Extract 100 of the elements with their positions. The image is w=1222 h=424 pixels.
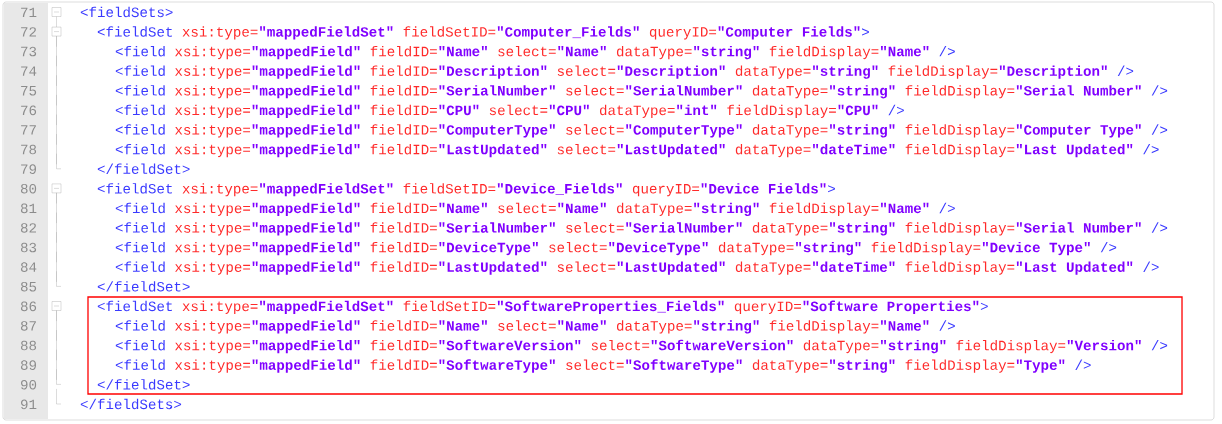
attribute-value: "Device Fields" <box>701 183 826 194</box>
attribute-name: fieldSetID= <box>403 183 496 194</box>
attribute-name: select= <box>566 222 624 233</box>
attribute-name: dataType= <box>616 202 692 216</box>
attribute-value: "SerialNumber" <box>439 222 555 233</box>
attribute-name: xsi:type= <box>175 104 251 118</box>
xml-tag: <field <box>115 359 165 370</box>
line-number: 81 <box>20 203 37 214</box>
attribute-name: xsi:type= <box>175 339 251 354</box>
attribute-value: "Serial Number" <box>1016 222 1141 233</box>
attribute-name: fieldDisplay= <box>956 339 1066 354</box>
line-number: 89 <box>20 360 37 370</box>
attribute-value: "Description" <box>439 65 547 79</box>
attribute-value: "SoftwareVersion" <box>439 339 581 351</box>
attribute-name: select= <box>591 339 650 351</box>
attribute-name: fieldID= <box>370 45 437 57</box>
line-number: 79 <box>21 164 37 174</box>
xml-tag: <field <box>115 241 165 253</box>
attribute-name: select= <box>566 359 624 370</box>
attribute-name: select= <box>489 104 548 116</box>
attribute-value: "LastUpdated" <box>617 143 725 158</box>
xml-tag: <field <box>115 65 165 76</box>
attribute-name: fieldSetID= <box>403 300 496 312</box>
attribute-value: "CPU" <box>439 104 479 116</box>
attribute-value: "mappedField" <box>252 241 360 256</box>
attribute-value: "Serial Number" <box>1016 85 1141 96</box>
attribute-value: "Name" <box>880 45 929 57</box>
xml-tag: > <box>828 185 835 193</box>
attribute-name: queryID= <box>649 27 717 40</box>
attribute-value: "Version" <box>1067 339 1141 351</box>
xml-tag: <fieldSets> <box>80 6 173 18</box>
attribute-value: "dateTime" <box>813 261 895 272</box>
xml-tag: </fieldSet> <box>97 163 190 174</box>
xml-tag: /> <box>1143 261 1159 272</box>
line-number: 73 <box>21 46 37 57</box>
attribute-value: "Description" <box>999 65 1107 79</box>
attribute-name: fieldID= <box>370 359 437 370</box>
attribute-value: "string" <box>694 202 759 216</box>
attribute-value: "Name" <box>558 45 606 57</box>
attribute-name: select= <box>557 143 616 155</box>
attribute-name: fieldDisplay= <box>905 261 1015 275</box>
line-number: 76 <box>21 105 37 116</box>
xml-tag: <field <box>115 45 165 57</box>
attribute-value: "string" <box>830 359 895 373</box>
attribute-name: select= <box>566 85 624 96</box>
xml-tag: <fieldSet <box>97 300 172 312</box>
line-number: 90 <box>21 379 37 390</box>
xml-tag: /> <box>1100 241 1117 253</box>
attribute-value: "Last Updated" <box>1016 261 1133 275</box>
attribute-value: "Device_Fields" <box>497 183 622 195</box>
attribute-name: fieldID= <box>370 241 437 253</box>
attribute-name: dataType= <box>752 222 828 236</box>
attribute-value: "mappedField" <box>252 143 360 158</box>
line-number: 71 <box>21 7 37 17</box>
attribute-name: dataType= <box>735 65 811 79</box>
attribute-value: "mappedField" <box>252 320 360 334</box>
xml-tag: </fieldSet> <box>97 379 190 390</box>
attribute-name: queryID= <box>632 184 700 197</box>
attribute-value: "Computer_Fields" <box>497 26 639 40</box>
attribute-name: fieldDisplay= <box>769 320 879 334</box>
attribute-name: fieldDisplay= <box>905 143 1015 158</box>
line-number: 78 <box>21 144 37 155</box>
attribute-value: "string" <box>830 222 895 236</box>
attribute-name: select= <box>498 320 556 331</box>
xml-tag: <field <box>115 261 165 272</box>
attribute-value: "mappedField" <box>252 202 360 216</box>
attribute-value: "ComputerType" <box>626 124 742 138</box>
attribute-value: "mappedField" <box>252 339 360 354</box>
attribute-value: "int" <box>677 104 717 116</box>
line-number: 88 <box>20 340 37 351</box>
xml-tag: <field <box>115 339 165 351</box>
attribute-name: select= <box>549 241 607 253</box>
attribute-name: dataType= <box>752 85 828 99</box>
xml-tag: /> <box>1151 339 1168 351</box>
attribute-value: "CPU" <box>549 104 589 116</box>
attribute-value: "CPU" <box>838 104 878 116</box>
attribute-name: xsi:type= <box>182 183 258 197</box>
attribute-value: "mappedField" <box>252 124 360 138</box>
highlight-box <box>87 296 1183 395</box>
attribute-name: xsi:type= <box>182 300 258 314</box>
attribute-value: "SoftwareType" <box>439 359 555 373</box>
attribute-value: "Software Properties" <box>803 300 979 314</box>
attribute-value: "SoftwareProperties_Fields" <box>497 300 724 314</box>
xml-tag: /> <box>1143 143 1159 155</box>
attribute-value: "mappedFieldSet" <box>260 300 393 314</box>
attribute-value: "mappedFieldSet" <box>260 26 393 40</box>
attribute-name: dataType= <box>616 320 692 334</box>
attribute-value: "string" <box>694 45 759 60</box>
attribute-name: fieldDisplay= <box>905 124 1015 138</box>
attribute-value: "string" <box>694 320 759 334</box>
attribute-value: "SerialNumber" <box>626 222 742 233</box>
attribute-name: fieldID= <box>370 320 437 331</box>
attribute-name: select= <box>557 261 616 272</box>
line-number: 72 <box>21 27 36 37</box>
line-number: 84 <box>20 262 37 272</box>
line-number: 74 <box>21 66 37 76</box>
attribute-name: select= <box>498 202 556 214</box>
attribute-value: "Computer Type" <box>1016 124 1141 138</box>
attribute-name: fieldDisplay= <box>727 104 836 118</box>
attribute-value: "Last Updated" <box>1016 143 1133 158</box>
